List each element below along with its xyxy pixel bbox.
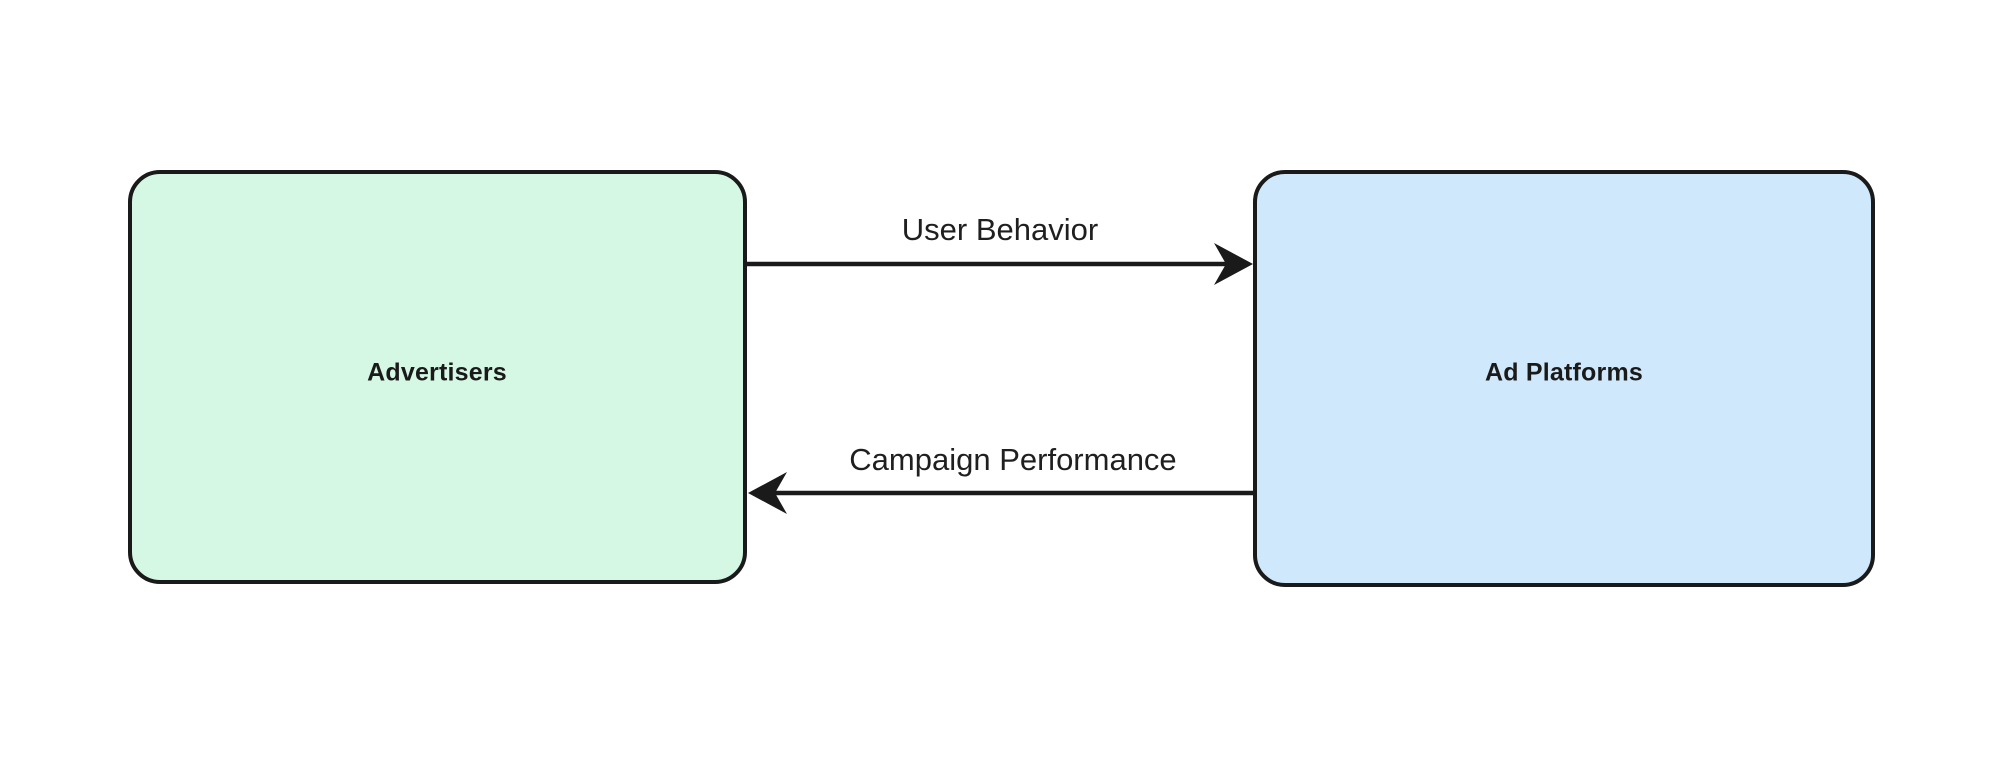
node-ad-platforms-label: Ad Platforms (1485, 359, 1643, 387)
edge-user-behavior-label: User Behavior (902, 212, 1098, 247)
arrowhead-right-icon (1214, 243, 1253, 285)
arrowhead-left-icon (748, 472, 787, 514)
edge-campaign-performance[interactable]: Campaign Performance (748, 442, 1255, 514)
node-ad-platforms[interactable]: Ad Platforms (1253, 170, 1875, 587)
node-advertisers-label: Advertisers (367, 359, 507, 387)
edge-campaign-performance-label: Campaign Performance (849, 442, 1176, 477)
edge-user-behavior[interactable]: User Behavior (745, 212, 1253, 285)
node-advertisers[interactable]: Advertisers (128, 170, 747, 584)
node-ad-platforms-shape (1253, 170, 1875, 587)
node-advertisers-shape (128, 170, 747, 584)
